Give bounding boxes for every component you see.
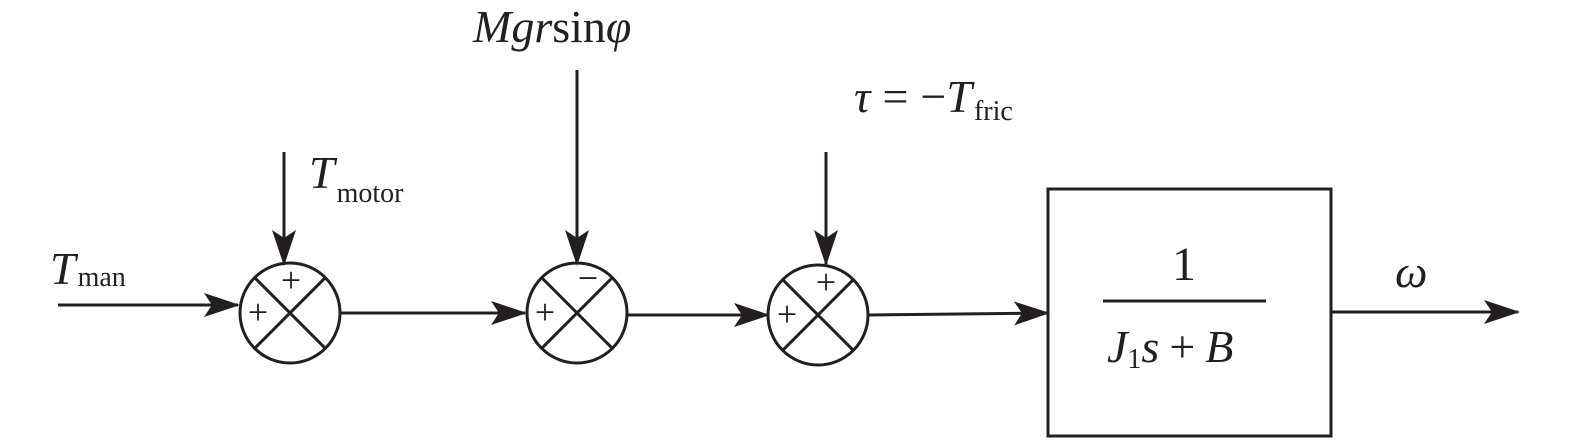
junction-1-top-sign: + bbox=[281, 260, 301, 300]
t-motor-label: Tmotor bbox=[309, 147, 404, 209]
link-3-block bbox=[867, 301, 1050, 326]
junction-3-left-sign: + bbox=[777, 294, 797, 334]
summing-junction-2: + − bbox=[525, 258, 629, 365]
transfer-denominator: J1s+B bbox=[1107, 321, 1233, 375]
junction-2-top-sign: − bbox=[578, 258, 598, 298]
friction-label: τ=−Tfric bbox=[854, 71, 1013, 127]
output-omega-label: ω bbox=[1395, 246, 1427, 297]
summing-junction-3: + + bbox=[766, 262, 870, 367]
gravity-label: Mgrsinφ bbox=[472, 1, 631, 52]
transfer-function-block: 1 J1s+B bbox=[1046, 187, 1333, 438]
junction-2-left-sign: + bbox=[535, 292, 555, 332]
t-man-label: Tman bbox=[50, 243, 126, 294]
summing-junction-1: + + bbox=[238, 260, 342, 365]
transfer-numerator: 1 bbox=[1172, 238, 1196, 291]
junction-1-left-sign: + bbox=[248, 292, 268, 332]
junction-3-top-sign: + bbox=[816, 262, 836, 302]
